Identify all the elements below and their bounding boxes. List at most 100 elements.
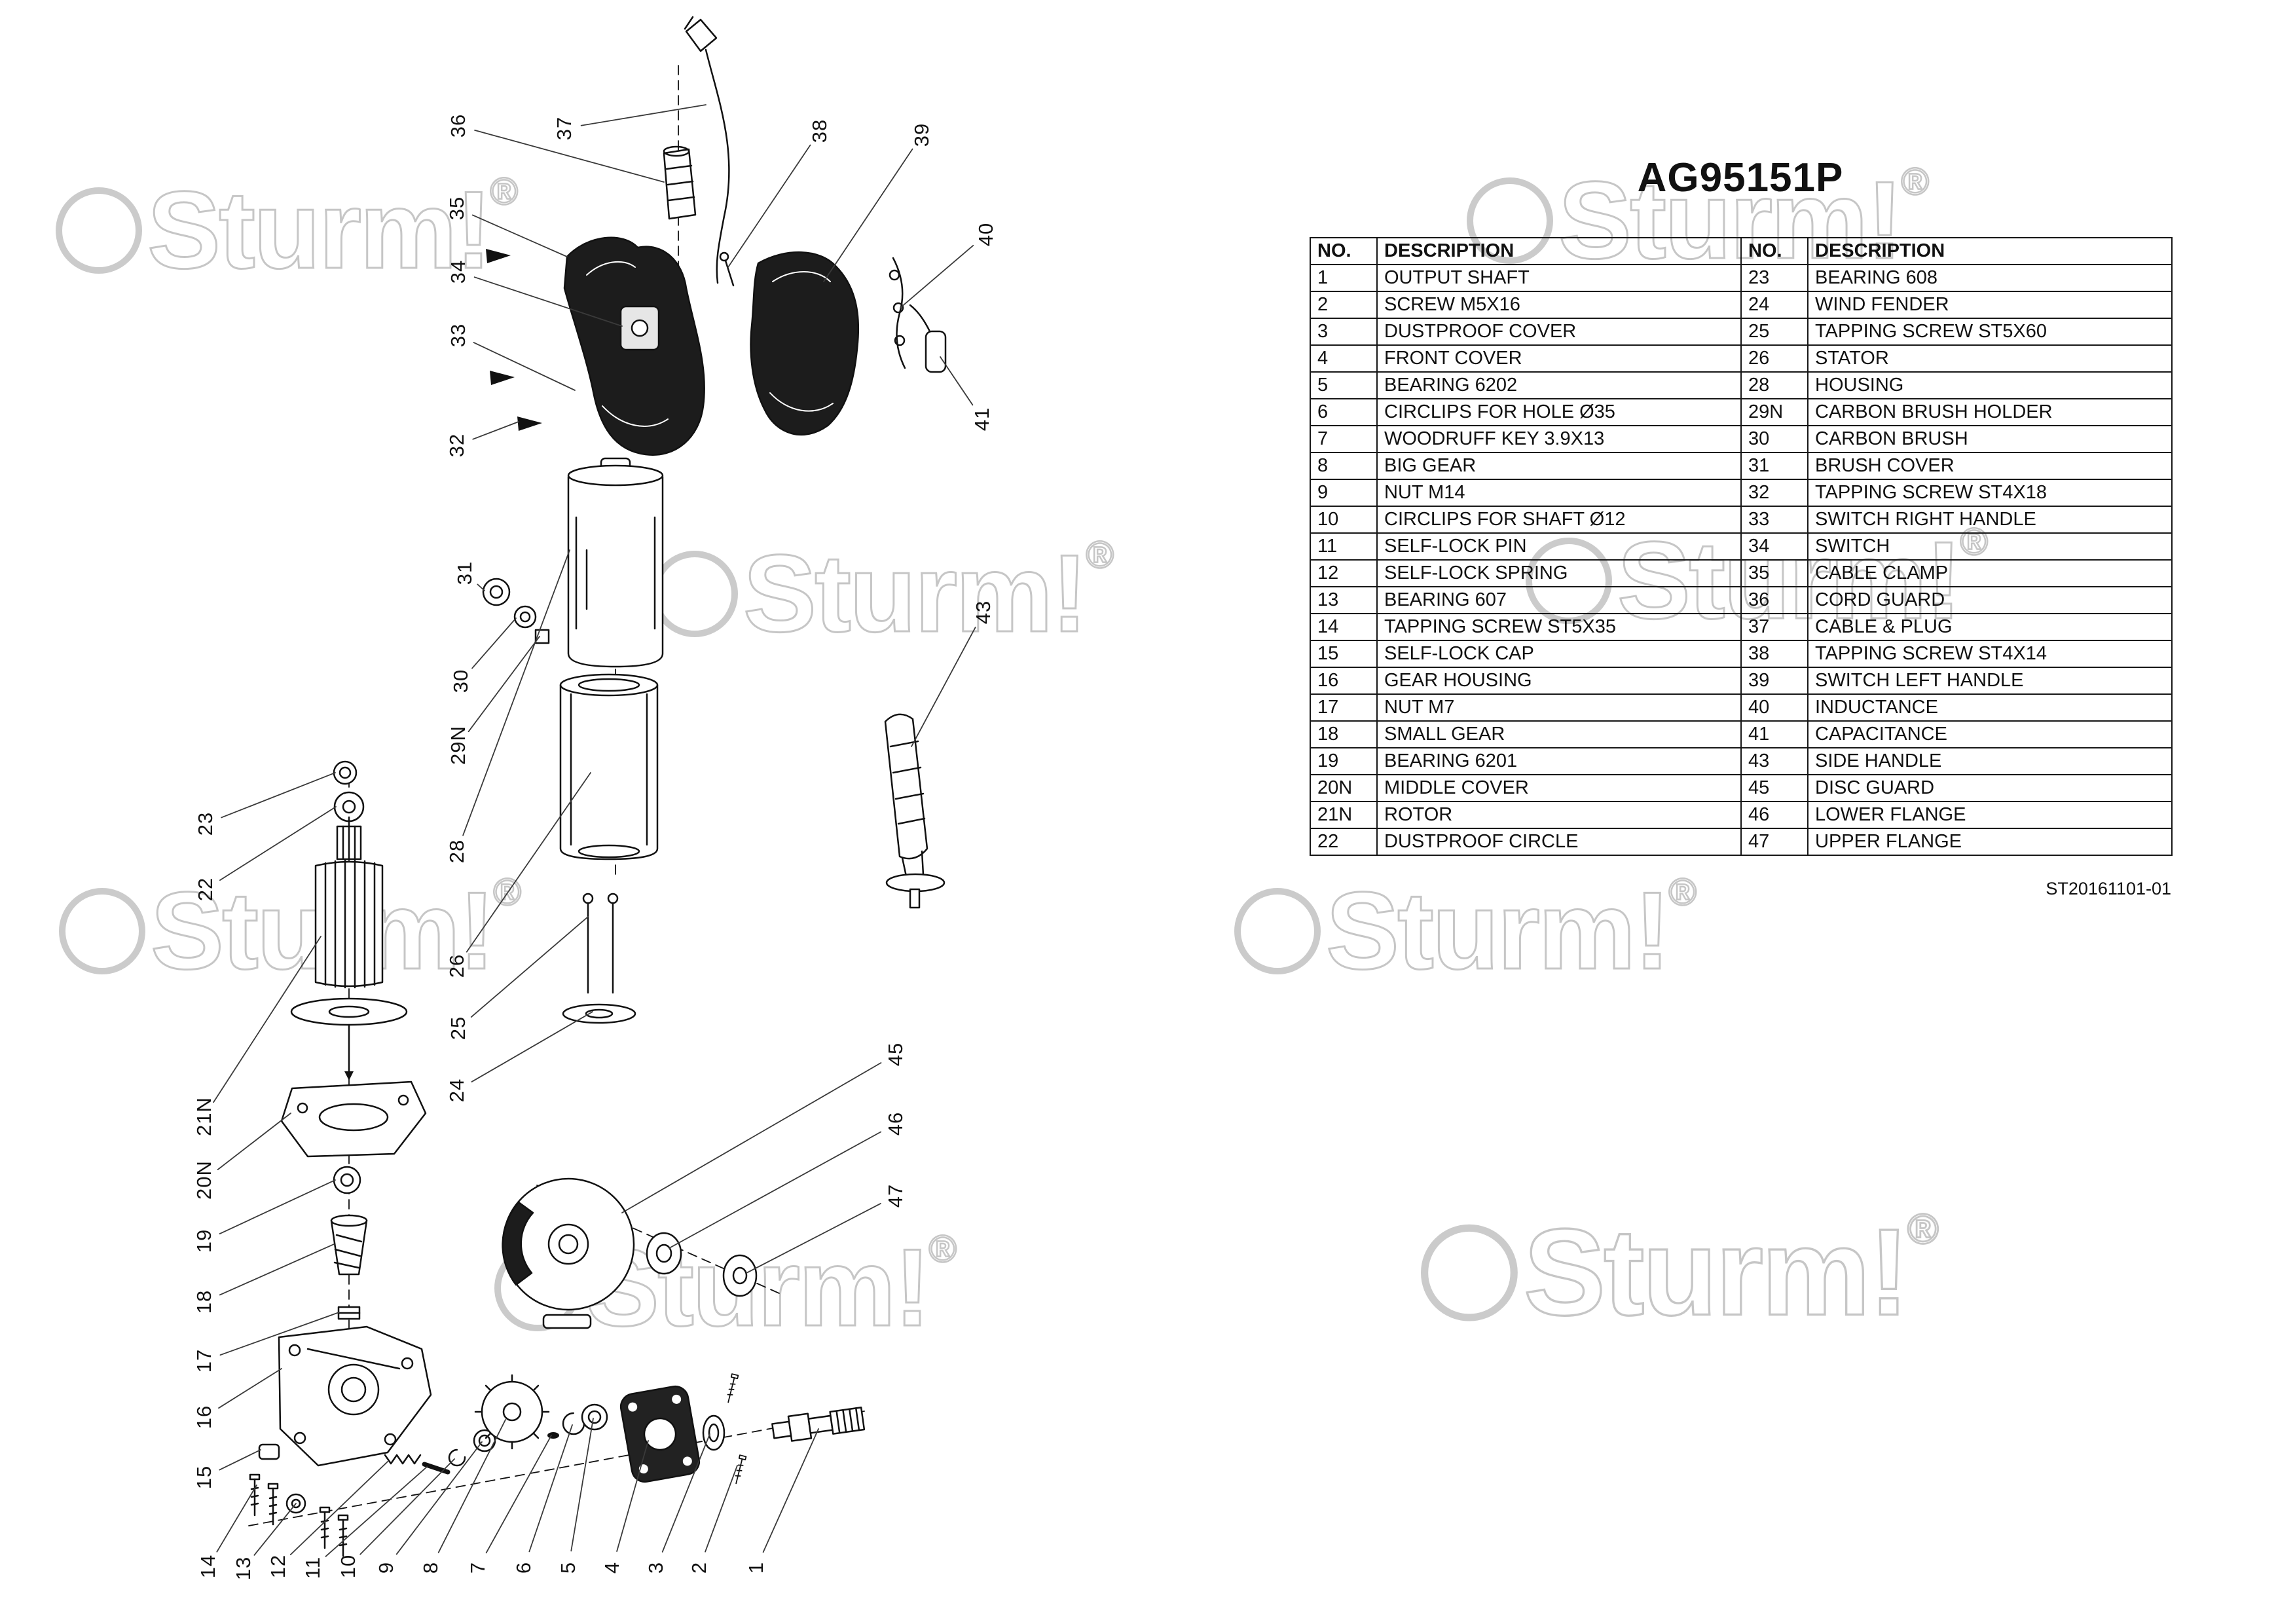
part-self-lock-cap xyxy=(258,1443,280,1460)
part-desc-cell: CORD GUARD xyxy=(1807,586,2173,614)
part-no-cell: 6 xyxy=(1310,398,1378,426)
watermark-text: Sturm! xyxy=(1522,1202,1911,1342)
part-desc-cell: CARBON BRUSH xyxy=(1807,425,2173,453)
callout-6: 6 xyxy=(512,1561,535,1574)
part-desc-cell: BRUSH COVER xyxy=(1807,452,2173,480)
part-middle-cover xyxy=(280,1080,427,1158)
part-no-cell: 24 xyxy=(1740,291,1808,319)
part-no-cell: 7 xyxy=(1310,425,1378,453)
registered-mark-icon: ® xyxy=(1900,160,1930,204)
callout-13: 13 xyxy=(232,1556,255,1581)
part-desc-cell: UPPER FLANGE xyxy=(1807,828,2173,856)
part-desc-cell: CARBON BRUSH HOLDER xyxy=(1807,398,2173,426)
callout-17: 17 xyxy=(193,1348,215,1373)
callout-28: 28 xyxy=(445,839,468,864)
part-no-cell: 23 xyxy=(1740,264,1808,292)
part-cable-plug xyxy=(684,16,730,284)
part-no-cell: 18 xyxy=(1310,720,1378,748)
part-desc-cell: TAPPING SCREW ST4X18 xyxy=(1807,479,2173,507)
doc-code: ST20161101-01 xyxy=(2046,879,2171,898)
part-desc-cell: CABLE & PLUG xyxy=(1807,613,2173,641)
part-desc-cell: CAPACITANCE xyxy=(1807,720,2173,748)
part-no-cell: 34 xyxy=(1740,532,1808,561)
callout-40: 40 xyxy=(974,222,997,247)
part-no-cell: 15 xyxy=(1310,640,1378,668)
part-no-cell: 28 xyxy=(1740,371,1808,399)
watermark-ring-icon xyxy=(1234,887,1321,974)
part-no-cell: 38 xyxy=(1740,640,1808,668)
part-dustproof-cover xyxy=(702,1414,725,1451)
col-header-no: NO. xyxy=(1310,237,1378,265)
part-desc-cell: FRONT COVER xyxy=(1376,344,1742,373)
part-desc-cell: OUTPUT SHAFT xyxy=(1376,264,1742,292)
callout-21N: 21N xyxy=(193,1097,215,1136)
part-inductance xyxy=(889,257,906,369)
part-no-cell: 35 xyxy=(1740,559,1808,587)
callout-33: 33 xyxy=(447,323,469,348)
callout-3: 3 xyxy=(644,1561,667,1574)
part-desc-cell: TAPPING SCREW ST4X14 xyxy=(1807,640,2173,668)
part-no-cell: 40 xyxy=(1740,693,1808,722)
callout-29N: 29N xyxy=(447,726,469,765)
part-no-cell: 45 xyxy=(1740,774,1808,802)
part-desc-cell: BEARING 607 xyxy=(1376,586,1742,614)
callout-14: 14 xyxy=(196,1554,219,1579)
sturm-watermark: Sturm!® xyxy=(56,167,519,293)
callout-2: 2 xyxy=(688,1561,710,1574)
callout-9: 9 xyxy=(375,1561,397,1574)
part-desc-cell: LOWER FLANGE xyxy=(1807,801,2173,829)
callout-26: 26 xyxy=(445,953,468,978)
part-desc-cell: NUT M7 xyxy=(1376,693,1742,722)
part-desc-cell: CIRCLIPS FOR SHAFT Ø12 xyxy=(1376,506,1742,534)
part-desc-cell: BIG GEAR xyxy=(1376,452,1742,480)
callout-32: 32 xyxy=(445,433,468,458)
callout-11: 11 xyxy=(301,1556,324,1579)
sturm-watermark: Sturm!® xyxy=(494,1225,957,1351)
callout-20N: 20N xyxy=(193,1160,215,1200)
part-desc-cell: GEAR HOUSING xyxy=(1376,667,1742,695)
callout-41: 41 xyxy=(970,407,993,432)
callout-23: 23 xyxy=(194,811,217,836)
part-desc-cell: SWITCH RIGHT HANDLE xyxy=(1807,506,2173,534)
part-desc-cell: ROTOR xyxy=(1376,801,1742,829)
sturm-watermark: Sturm!® xyxy=(652,530,1114,657)
part-no-cell: 14 xyxy=(1310,613,1378,641)
part-no-cell: 33 xyxy=(1740,506,1808,534)
leader-lines xyxy=(213,104,976,1557)
callout-39: 39 xyxy=(910,122,933,147)
callout-12: 12 xyxy=(266,1554,289,1579)
part-disc-guard xyxy=(502,1177,635,1329)
part-cord-guard xyxy=(663,145,697,220)
part-desc-cell: INDUCTANCE xyxy=(1807,693,2173,722)
part-no-cell: 20N xyxy=(1310,774,1378,802)
part-no-cell: 13 xyxy=(1310,586,1378,614)
watermark-text: Sturm! xyxy=(146,168,492,293)
part-desc-cell: WOODRUFF KEY 3.9X13 xyxy=(1376,425,1742,453)
part-no-cell: 2 xyxy=(1310,291,1378,319)
part-no-cell: 37 xyxy=(1740,613,1808,641)
callout-31: 31 xyxy=(453,561,476,585)
callout-24: 24 xyxy=(445,1078,468,1103)
part-rotor xyxy=(290,816,408,1080)
part-desc-cell: BEARING 6202 xyxy=(1376,371,1742,399)
part-no-cell: 30 xyxy=(1740,425,1808,453)
part-no-cell: 5 xyxy=(1310,371,1378,399)
callout-1: 1 xyxy=(744,1561,767,1574)
part-desc-cell: SWITCH xyxy=(1807,532,2173,561)
part-no-cell: 43 xyxy=(1740,747,1808,775)
